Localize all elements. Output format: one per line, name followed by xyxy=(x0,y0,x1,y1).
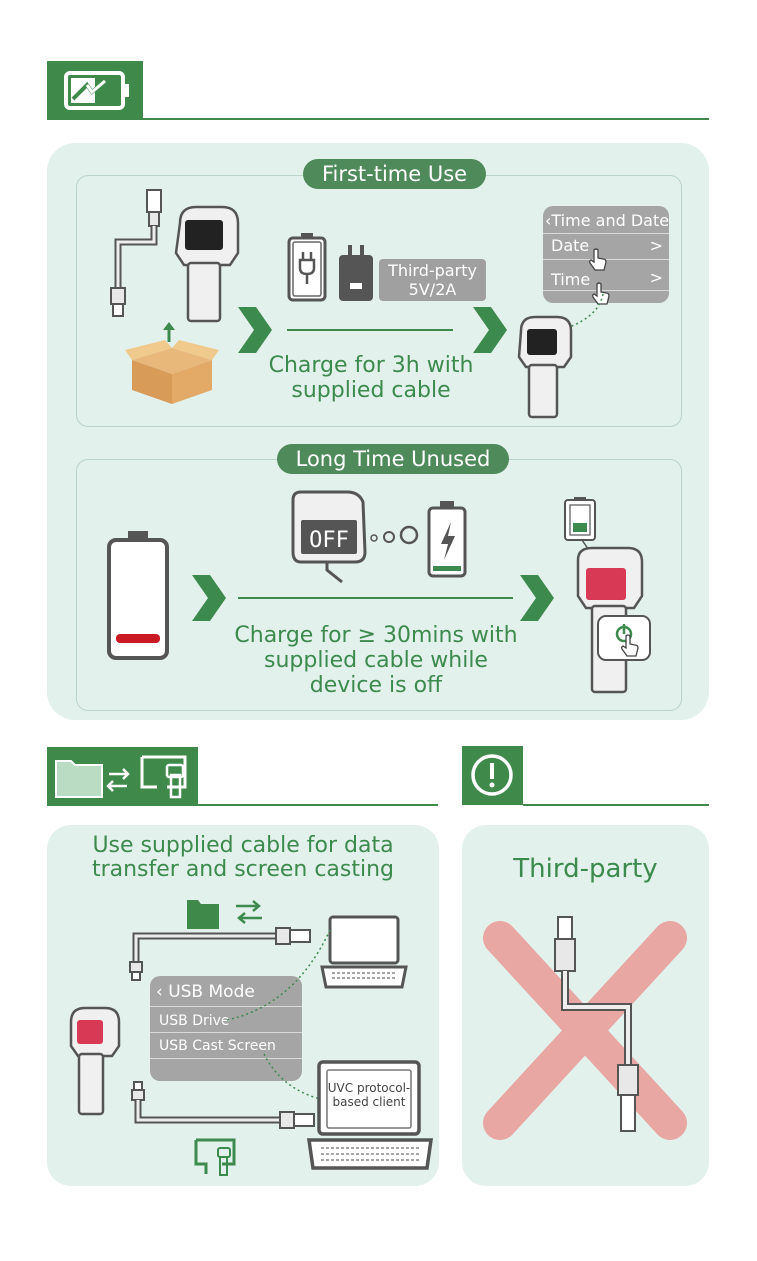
connection-dots-icon xyxy=(370,525,419,545)
prohibited-cross-icon xyxy=(483,921,687,1140)
dotted-connector xyxy=(263,1053,325,1101)
package-box-icon xyxy=(125,322,219,404)
folder-transfer-icon xyxy=(55,755,187,799)
menu-header: ‹ USB Mode xyxy=(156,982,255,1002)
third-party-adapter-label: Third-party 5V/2A xyxy=(379,259,486,301)
warning-header-rule xyxy=(523,804,709,806)
usb-cable-illustration xyxy=(110,189,162,317)
third-party-cable-icon xyxy=(554,916,639,1132)
menu-item-time[interactable]: Time xyxy=(551,270,591,289)
power-adapter-icon xyxy=(339,245,373,301)
exclamation-icon xyxy=(471,754,513,796)
thermal-camera-device-icon xyxy=(69,1006,121,1116)
long-time-unused-title: Long Time Unused xyxy=(277,444,509,474)
menu-divider xyxy=(543,290,669,291)
data-transfer-title-line2: transfer and screen casting xyxy=(91,857,395,882)
charging-battery-icon xyxy=(427,501,467,578)
off-label: OFF xyxy=(309,528,349,553)
menu-divider xyxy=(543,259,669,260)
device-power-on-illustration xyxy=(564,497,651,694)
thermal-camera-device-icon xyxy=(174,205,240,323)
data-transfer-title-line1: Use supplied cable for data xyxy=(92,833,394,858)
long-unused-caption-line1: Charge for ≥ 30mins with xyxy=(234,623,518,648)
long-unused-caption-line2: supplied cable while xyxy=(264,648,488,673)
usb-mode-menu: ‹ USB Mode USB Drive USB Cast Screen xyxy=(150,976,302,1081)
menu-divider xyxy=(543,233,669,234)
first-time-caption-line2: supplied cable xyxy=(291,378,451,403)
first-time-use-title: First-time Use xyxy=(303,159,486,189)
menu-item-usb-cast-screen[interactable]: USB Cast Screen xyxy=(159,1038,276,1054)
low-battery-icon xyxy=(107,531,169,660)
menu-divider xyxy=(150,1058,302,1059)
menu-header: ‹Time and Date xyxy=(545,211,670,230)
folder-icon xyxy=(187,900,219,929)
battery-plug-icon xyxy=(287,233,327,302)
chevron-right-icon xyxy=(238,307,272,353)
thermal-camera-device-icon xyxy=(517,315,573,419)
first-time-caption-line1: Charge for 3h with xyxy=(268,353,474,378)
uvc-client-label-line1: UVC protocol- xyxy=(327,1081,411,1095)
laptop-icon xyxy=(320,915,408,989)
data-transfer-header-box xyxy=(47,747,198,806)
tap-hand-icon xyxy=(592,282,610,305)
chevron-right-icon xyxy=(473,307,507,353)
divider-line xyxy=(238,597,513,599)
screen-cast-icon xyxy=(194,1138,236,1176)
charging-header-box xyxy=(47,61,143,120)
tap-hand-icon xyxy=(589,248,607,271)
battery-charging-icon xyxy=(64,71,129,110)
transfer-arrows-icon xyxy=(236,900,262,924)
divider-line xyxy=(287,329,453,331)
charging-header-rule xyxy=(143,118,709,120)
menu-item-usb-drive[interactable]: USB Drive xyxy=(159,1013,230,1029)
usb-cable-illustration xyxy=(131,1081,315,1129)
power-off-adapter-icon xyxy=(291,490,367,584)
long-unused-caption-line3: device is off xyxy=(309,673,443,698)
menu-item-date[interactable]: Date xyxy=(551,236,590,255)
usb-cable-illustration xyxy=(129,927,311,981)
warning-title: Third-party xyxy=(513,854,658,884)
warning-header-box xyxy=(462,746,523,805)
chevron-right-icon: > xyxy=(649,268,663,287)
menu-divider xyxy=(150,1032,302,1033)
uvc-client-label-line2: based client xyxy=(332,1095,406,1109)
dotted-connector xyxy=(566,293,604,329)
laptop-icon xyxy=(306,1060,434,1170)
time-date-menu: ‹Time and Date Date > Time > xyxy=(543,206,669,303)
chevron-right-icon: > xyxy=(649,236,663,255)
data-transfer-header-rule xyxy=(198,804,438,806)
dotted-connector xyxy=(226,929,331,1021)
chevron-right-icon xyxy=(192,575,226,621)
chevron-right-icon xyxy=(520,575,554,621)
menu-divider xyxy=(150,1006,302,1007)
